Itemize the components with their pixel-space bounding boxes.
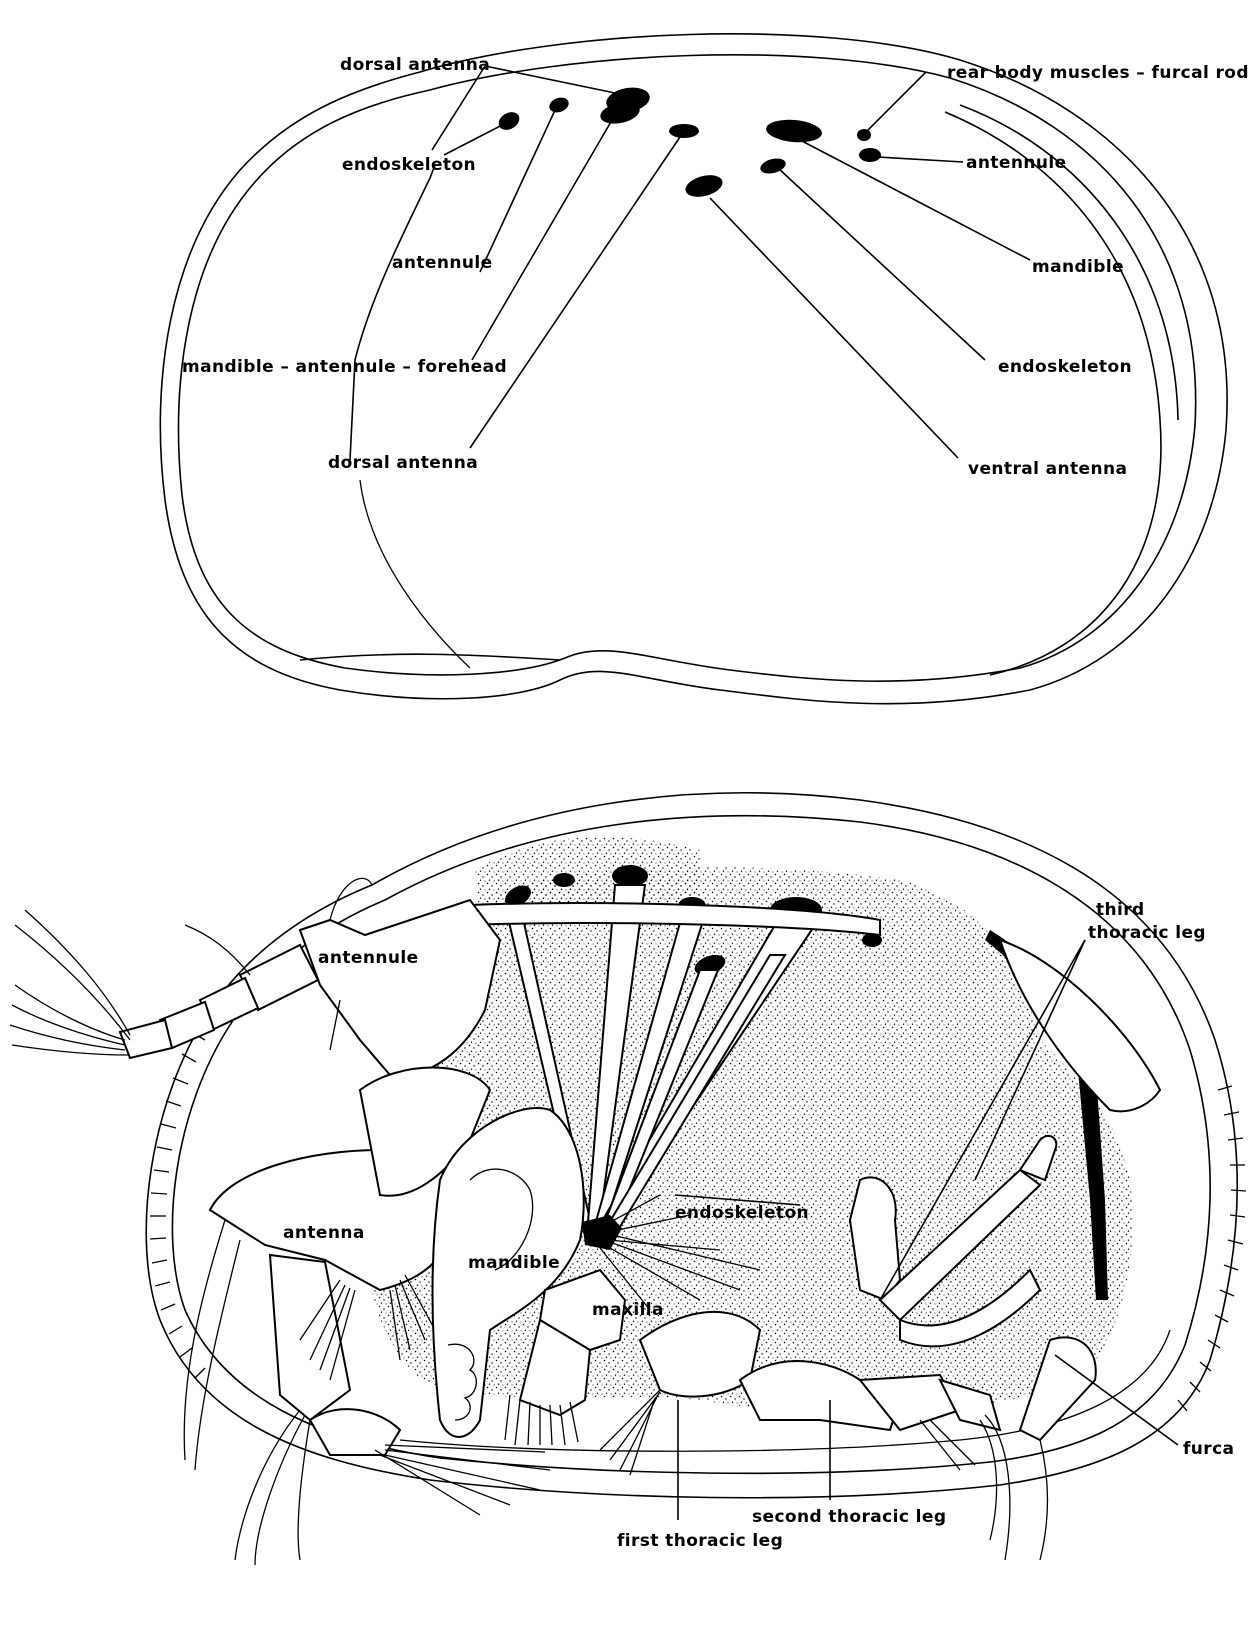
scar — [547, 95, 571, 115]
top-carapace-view: dorsal antenna rear body muscles – furca… — [160, 34, 1249, 704]
muscle-scars-top — [495, 84, 881, 200]
label-antennule-side: antennule — [318, 948, 419, 968]
label-maxilla-side: maxilla — [592, 1300, 664, 1320]
side-anatomy-view: third thoracic leg antennule endoskeleto… — [10, 793, 1246, 1565]
label-endoskeleton-side: endoskeleton — [675, 1203, 809, 1223]
scar — [669, 124, 699, 138]
label-third-line2: thoracic leg — [1088, 923, 1206, 943]
label-mandible-side: mandible — [468, 1253, 560, 1273]
scar — [859, 148, 881, 162]
label-rear-body-muscles: rear body muscles – furcal rod — [947, 63, 1249, 83]
scar — [683, 171, 725, 200]
label-endoskeleton-left: endoskeleton — [342, 155, 476, 175]
antennule-limb — [10, 878, 500, 1075]
label-mandible-right: mandible — [1032, 257, 1124, 277]
label-mandible-antennule-forehead: mandible – antennule – forehead — [182, 357, 507, 377]
label-endoskeleton-right: endoskeleton — [998, 357, 1132, 377]
label-ventral-antenna: ventral antenna — [968, 459, 1127, 479]
label-antenna-side: antenna — [283, 1223, 365, 1243]
label-furca-side: furca — [1183, 1439, 1234, 1459]
label-third-line1: third — [1096, 900, 1145, 920]
label-dorsal-antenna-lower: dorsal antenna — [328, 453, 478, 473]
label-antennule-left: antennule — [392, 253, 493, 273]
scar — [495, 109, 522, 134]
label-dorsal-antenna-top: dorsal antenna — [340, 55, 490, 75]
ventral-interior-line — [360, 480, 470, 668]
label-antennule-right: antennule — [966, 153, 1067, 173]
label-second-thoracic-leg: second thoracic leg — [752, 1507, 946, 1527]
scar — [765, 118, 823, 145]
scar — [857, 129, 871, 141]
ventral-rim — [300, 654, 560, 660]
label-first-thoracic-leg: first thoracic leg — [617, 1531, 783, 1551]
